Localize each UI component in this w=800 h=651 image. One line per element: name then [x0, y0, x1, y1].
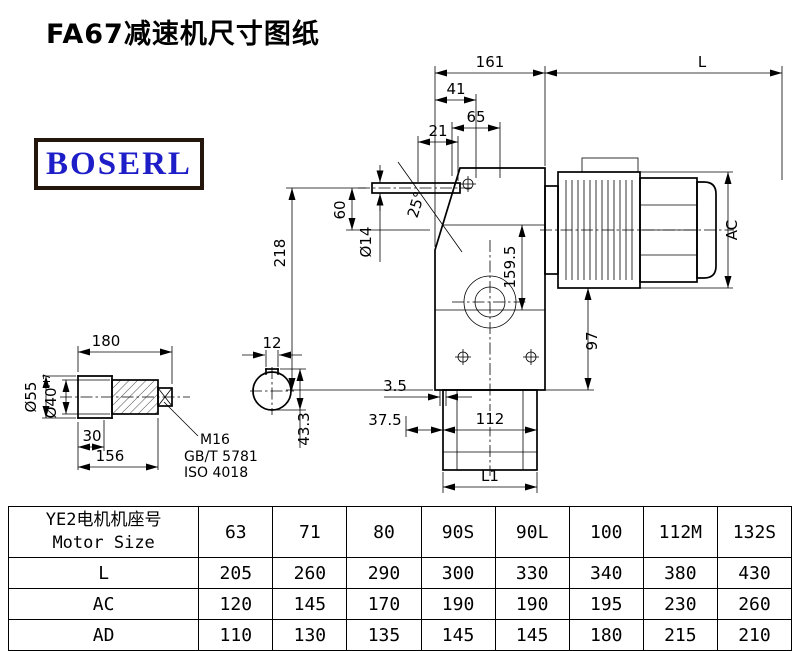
dim-AC-label: AC	[723, 220, 741, 240]
dim-218-label: 218	[271, 239, 289, 268]
value-cell: 230	[642, 588, 718, 620]
value-cell: 190	[494, 588, 570, 620]
centerlines	[358, 187, 734, 476]
dim-43-3-label: 43.3	[295, 412, 313, 445]
size-col-112M: 112M	[642, 506, 718, 558]
dimensions-main: 161 L 41 65 21 60 218 Ø14 25° 159.5	[271, 53, 783, 493]
dim-161-label: 161	[476, 53, 505, 71]
table-row-L: L 205 260 290 300 330 340 380 430	[7, 557, 793, 589]
dimension-table: YE2电机机座号 Motor Size 63 71 80 90S 90L 100…	[7, 506, 793, 651]
value-cell: 120	[198, 588, 274, 620]
size-col-90L: 90L	[494, 506, 570, 558]
dim-dia55-label: Ø55	[22, 382, 40, 413]
size-col-71: 71	[272, 506, 348, 558]
shaft-section: 12 43.3	[242, 334, 313, 448]
motor-size-header-line2: Motor Size	[52, 533, 155, 553]
dim-60-label: 60	[331, 200, 349, 219]
dim-dia40-label: Ø40H7	[42, 374, 60, 419]
gearbox-housing	[434, 167, 546, 391]
dim-112-label: 112	[476, 410, 505, 428]
thread-callout-m16: M16	[200, 432, 230, 448]
value-cell: 170	[346, 588, 422, 620]
dim-97-label: 97	[583, 331, 601, 350]
value-cell: 300	[420, 557, 496, 589]
threaded-section	[111, 379, 159, 415]
size-col-63: 63	[198, 506, 274, 558]
dim-180-label: 180	[92, 332, 121, 350]
row-label-L: L	[7, 557, 200, 589]
value-cell: 380	[642, 557, 718, 589]
value-cell: 205	[198, 557, 274, 589]
dim-41-label: 41	[446, 80, 465, 98]
standard-iso-label: ISO 4018	[184, 465, 248, 481]
end-stud	[157, 387, 173, 407]
value-cell: 260	[272, 557, 348, 589]
dim-L1-label: L1	[481, 467, 499, 485]
value-cell: 340	[568, 557, 644, 589]
row-label-AC: AC	[7, 588, 200, 620]
page-title: FA67减速机尺寸图纸	[46, 19, 320, 50]
dim-159-5-label: 159.5	[501, 246, 519, 289]
brand-logo-text: BOSERL	[46, 145, 192, 182]
dim-65-label: 65	[466, 108, 485, 126]
dim-3-5-label: 3.5	[383, 377, 407, 395]
size-col-132S: 132S	[716, 506, 793, 558]
motor-size-header-line1: YE2电机机座号	[45, 510, 162, 531]
value-cell: 290	[346, 557, 422, 589]
input-shaft	[371, 182, 461, 194]
value-cell: 260	[716, 588, 793, 620]
size-col-80: 80	[346, 506, 422, 558]
dim-37-5-label: 37.5	[368, 411, 401, 429]
table-row-AC: AC 120 145 170 190 190 195 230 260	[7, 588, 793, 620]
dim-L-label: L	[698, 53, 707, 71]
motor-size-header-cell: YE2电机机座号 Motor Size	[7, 506, 200, 558]
motor	[544, 157, 717, 289]
dim-dia14-label: Ø14	[357, 227, 375, 258]
value-cell: 190	[420, 588, 496, 620]
size-col-100: 100	[568, 506, 644, 558]
value-cell: 195	[568, 588, 644, 620]
dim-156-label: 156	[96, 447, 125, 465]
table-header-row: YE2电机机座号 Motor Size 63 71 80 90S 90L 100…	[7, 506, 793, 558]
value-cell: 430	[716, 557, 793, 589]
fan-cover	[696, 181, 717, 279]
value-cell: 330	[494, 557, 570, 589]
brand-logo: BOSERL	[34, 138, 204, 190]
shaft-detail: Ø55 Ø40H7 180 30 156 M16 GB/T 5781 ISO 4…	[22, 332, 258, 481]
dim-30-label: 30	[82, 427, 101, 445]
standard-gbt-label: GB/T 5781	[184, 449, 258, 465]
dim-12-label: 12	[262, 334, 281, 352]
technical-drawing: 161 L 41 65 21 60 218 Ø14 25° 159.5	[22, 53, 783, 493]
size-col-90S: 90S	[420, 506, 496, 558]
value-cell: 145	[272, 588, 348, 620]
dim-21-label: 21	[428, 122, 447, 140]
